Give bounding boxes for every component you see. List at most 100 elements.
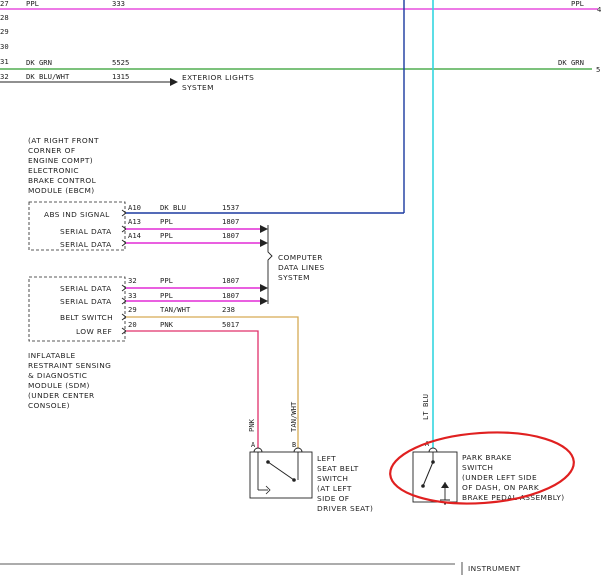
ebcm-pin-label: ABS IND SIGNAL [44,210,110,219]
dk-blu-wht-wire-circuit: 1315 [112,72,129,81]
sdm-wire-color: TAN/WHT [160,305,191,314]
bracket [267,225,273,304]
switch-arrow-icon [265,485,271,495]
dk-grn-wire-circuit: 5525 [112,58,129,67]
park-brake-title: OF DASH, ON PARK [462,483,539,492]
park-brake-title: (UNDER LEFT SIDE [462,473,537,482]
sdm-wire-circuit: 1807 [222,291,239,300]
ebcm-wire-color: PPL [160,217,173,226]
exterior-lights-label: EXTERIOR LIGHTS [182,73,254,82]
ppl-wire-right-label: PPL [571,0,584,8]
sdm-pin-number: 20 [128,320,137,329]
ebcm-title: ELECTRONIC [28,166,79,175]
data-arrow-icon [260,225,268,233]
sdm-pin-number: 29 [128,305,137,314]
sdm-title: (UNDER CENTER [28,391,95,400]
data-arrow-icon [260,239,268,247]
ebcm-box [28,201,126,251]
ebcm-title: ENGINE COMPT) [28,156,93,165]
ppl-wire-circuit: 333 [112,0,125,8]
row-number: 32 [0,72,9,81]
tan-wht-wire-label: TAN/WHT [289,401,298,432]
sdm-wire-circuit: 5017 [222,320,239,329]
row-number: 27 [0,0,9,8]
ebcm-title: CORNER OF [28,146,75,155]
sdm-wire-circuit: 238 [222,305,235,314]
sdm-title: INFLATABLE [28,351,76,360]
ebcm-wire-circuit: 1807 [222,231,239,240]
connector-pin-icon [121,239,127,247]
park-brake-switch: LT BLU A PARK BRAKE SWITCH (UNDER LEFT S… [389,0,575,505]
dk-grn-wire-right-num: 5 [596,65,600,74]
seat-belt-switch: PNK TAN/WHT A B LEFT SEAT BELT SWITCH (A… [247,401,373,513]
park-brake-title: BRAKE PEDAL ASSEMBLY) [462,493,565,502]
sdm-wire-color: PPL [160,276,173,285]
tan-wht-wire [126,316,299,448]
connector-cap-icon [428,447,438,453]
pin-b-label: B [292,441,296,449]
row-number: 31 [0,57,9,66]
dk-grn-wire-color: DK GRN [26,58,52,67]
sdm-title: & DIAGNOSTIC [28,371,87,380]
pnk-wire-label: PNK [247,418,256,432]
seat-belt-title: LEFT [317,454,336,463]
switch-contact-dot [421,484,425,488]
lt-blu-wire-label: LT BLU [421,394,430,420]
exterior-arrow-icon [170,78,178,86]
switch-contact-dot [266,460,270,464]
computer-data-label: DATA LINES [278,263,325,272]
ebcm-wire-circuit: 1807 [222,217,239,226]
sdm-wire-color: PNK [160,320,174,329]
seat-belt-title: (AT LEFT [317,484,352,493]
data-arrow-icon [260,284,268,292]
sdm-pin-number: 32 [128,276,137,285]
sdm-pin-label: LOW REF [76,327,112,336]
pin-a-label: A [251,441,255,449]
computer-data-label: COMPUTER [278,253,323,262]
sdm-title: MODULE (SDM) [28,381,90,390]
ebcm-wire-circuit: 1537 [222,203,239,212]
ebcm-pin-number: A13 [128,217,141,226]
switch-contact-dot [431,460,435,464]
bottom-strip: INSTRUMENT [0,562,521,575]
ppl-wire-color: PPL [26,0,39,8]
pnk-wire [126,330,259,448]
dk-grn-wire-right-label: DK GRN [558,58,584,67]
sdm-title: CONSOLE) [28,401,70,410]
data-arrow-icon [260,297,268,305]
switch-contact [422,461,434,487]
ebcm-pin-number: A10 [128,203,141,212]
row-number: 30 [0,42,9,51]
seat-belt-title: DRIVER SEAT) [317,504,373,513]
connector-pin-icon [121,313,127,321]
switch-contact-dot [292,478,296,482]
row-number: 29 [0,27,9,36]
computer-data-lines: COMPUTER DATA LINES SYSTEM [267,225,325,304]
ebcm-pin-label: SERIAL DATA [60,240,112,249]
ebcm-module: (AT RIGHT FRONT CORNER OF ENGINE COMPT) … [28,136,404,251]
park-brake-title: SWITCH [462,463,493,472]
ebcm-title: (AT RIGHT FRONT [28,136,99,145]
highlight-circle [389,431,575,505]
park-brake-switch-box [412,451,458,503]
row-number: 28 [0,13,9,22]
sdm-pin-label: BELT SWITCH [60,313,113,322]
connector-pin-icon [121,284,127,292]
connector-pin-icon [121,209,127,217]
sdm-wire-circuit: 1807 [222,276,239,285]
ebcm-wire-color: DK BLU [160,203,186,212]
instrument-label: INSTRUMENT [468,564,521,573]
sdm-pin-label: SERIAL DATA [60,297,112,306]
computer-data-label: SYSTEM [278,273,310,282]
sdm-pin-label: SERIAL DATA [60,284,112,293]
ebcm-pin-label: SERIAL DATA [60,227,112,236]
top-wire-rows: 27 28 29 30 31 32 PPL 333 PPL 4 DK GRN 5… [0,0,601,92]
seat-belt-title: SWITCH [317,474,348,483]
exterior-lights-label: SYSTEM [182,83,214,92]
seat-belt-title: SEAT BELT [317,464,359,473]
connector-cap-icon [253,447,263,453]
sdm-box [28,276,126,342]
ppl-wire-right-num: 4 [597,5,601,14]
park-brake-title: PARK BRAKE [462,453,512,462]
